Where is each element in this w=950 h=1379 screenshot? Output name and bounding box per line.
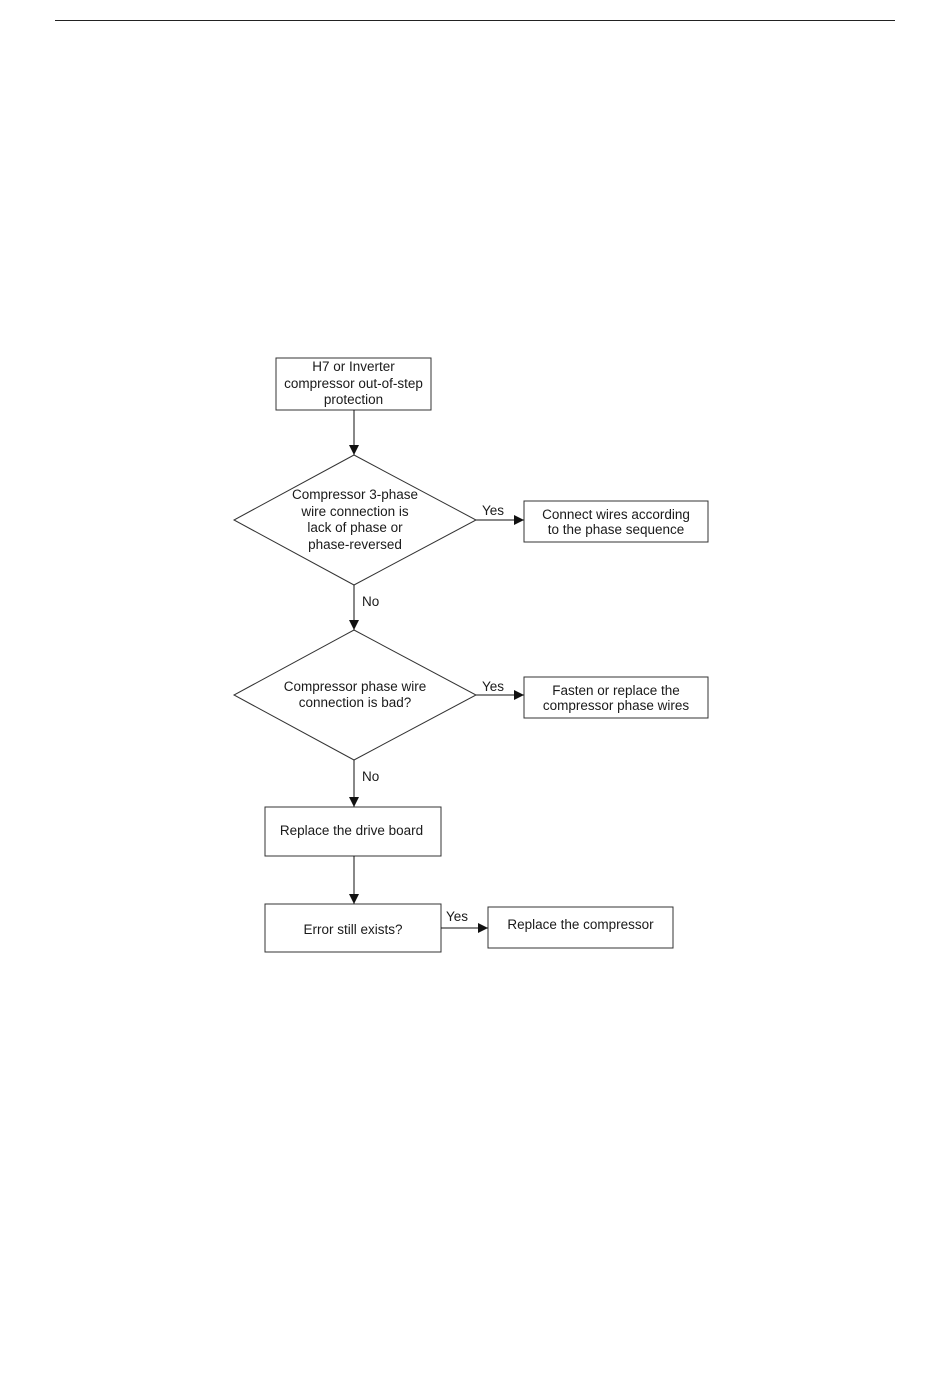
- fasten-wires-label: Fasten or replace the compressor phase w…: [542, 682, 690, 713]
- replace-compressor-box: [487, 906, 674, 949]
- edge-label-yes-1: Yes: [482, 503, 505, 518]
- replace-board-label: Replace the drive board: [279, 823, 424, 839]
- start-label: H7 or Inverter compressor out-of-step pr…: [284, 359, 423, 408]
- replace-compressor-label: Replace the compressor: [507, 917, 654, 933]
- connect-wires-box: [523, 500, 709, 543]
- decision-wire-bad-label: Compressor phase wire connection is bad?: [283, 678, 427, 711]
- decision-phase-seq-label: Compressor 3-phase wire connection is la…: [291, 487, 419, 552]
- edge-label-no-1: No: [362, 594, 380, 609]
- edge-label-yes-2: Yes: [482, 679, 505, 694]
- edge-label-yes-3: Yes: [446, 909, 469, 924]
- connect-wires-label: Connect wires according to the phase seq…: [542, 506, 690, 537]
- error-exists-label: Error still exists?: [303, 921, 403, 937]
- header-rule: [55, 20, 895, 21]
- replace-board-box: [264, 806, 442, 857]
- edge-label-no-2: No: [362, 769, 380, 784]
- fasten-wires-box: [523, 676, 709, 719]
- error-exists-box: [264, 903, 442, 953]
